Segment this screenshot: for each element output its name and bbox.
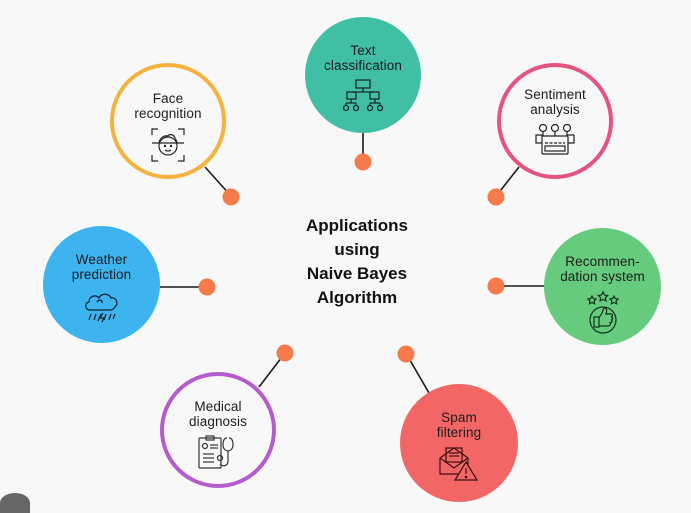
connector-dot-recommendation-system	[487, 277, 505, 295]
label-line: diagnosis	[189, 414, 247, 429]
node-text-classification: Text classification	[305, 17, 421, 133]
label-line: prediction	[71, 267, 132, 282]
node-label: Recommen- dation system	[560, 254, 645, 284]
connector-line-spam-filtering	[406, 354, 430, 394]
label-line: Face	[152, 91, 184, 106]
label-line: Weather	[75, 252, 128, 267]
storm-cloud-icon	[84, 293, 117, 323]
clipboard-stethoscope-icon	[198, 435, 234, 469]
node-label: Spam filtering	[437, 410, 481, 440]
label-line: Sentiment	[524, 87, 586, 102]
label-line: recognition	[134, 106, 202, 121]
node-label: Weather prediction	[72, 252, 132, 282]
title-line: Applications	[305, 216, 408, 235]
label-line: Spam	[441, 410, 477, 425]
thumbs-up-stars-icon	[586, 290, 619, 334]
connector-dot-spam-filtering	[397, 345, 415, 363]
label-line: Recommen-	[565, 254, 640, 269]
node-medical-diagnosis: Medical diagnosis	[160, 372, 276, 488]
corner-overlay-shape	[0, 493, 30, 513]
sentiment-meter-icon	[535, 123, 575, 155]
node-label: Text classification	[324, 43, 402, 73]
diagram-title: Applications using Naive Bayes Algorithm	[272, 214, 442, 310]
title-line: Naive Bayes	[306, 264, 408, 283]
node-face-recognition: Face recognition	[110, 63, 226, 179]
label-line: Medical	[194, 399, 242, 414]
face-scan-icon	[151, 128, 185, 162]
node-weather-prediction: Weather prediction	[43, 226, 160, 343]
connector-dot-weather-prediction	[198, 278, 216, 296]
label-line: classification	[324, 58, 402, 73]
node-label: Medical diagnosis	[189, 399, 247, 429]
node-recommendation-system: Recommen- dation system	[544, 228, 661, 345]
hierarchy-tree-icon	[343, 79, 383, 112]
node-label: Face recognition	[134, 91, 201, 121]
node-label: Sentiment analysis	[524, 87, 586, 117]
connector-dot-sentiment-analysis	[487, 188, 505, 206]
title-line: Algorithm	[316, 288, 398, 307]
connector-dot-medical-diagnosis	[276, 344, 294, 362]
connector-dot-text-classification	[354, 153, 372, 171]
node-spam-filtering: Spam filtering	[400, 384, 518, 502]
title-line: using	[334, 240, 380, 259]
label-line: analysis	[530, 102, 580, 117]
label-line: filtering	[436, 425, 482, 440]
node-sentiment-analysis: Sentiment analysis	[497, 63, 613, 179]
label-line: Text	[350, 43, 376, 58]
envelope-warning-icon	[439, 447, 479, 481]
label-line: dation system	[560, 269, 645, 284]
connector-dot-face-recognition	[222, 188, 240, 206]
